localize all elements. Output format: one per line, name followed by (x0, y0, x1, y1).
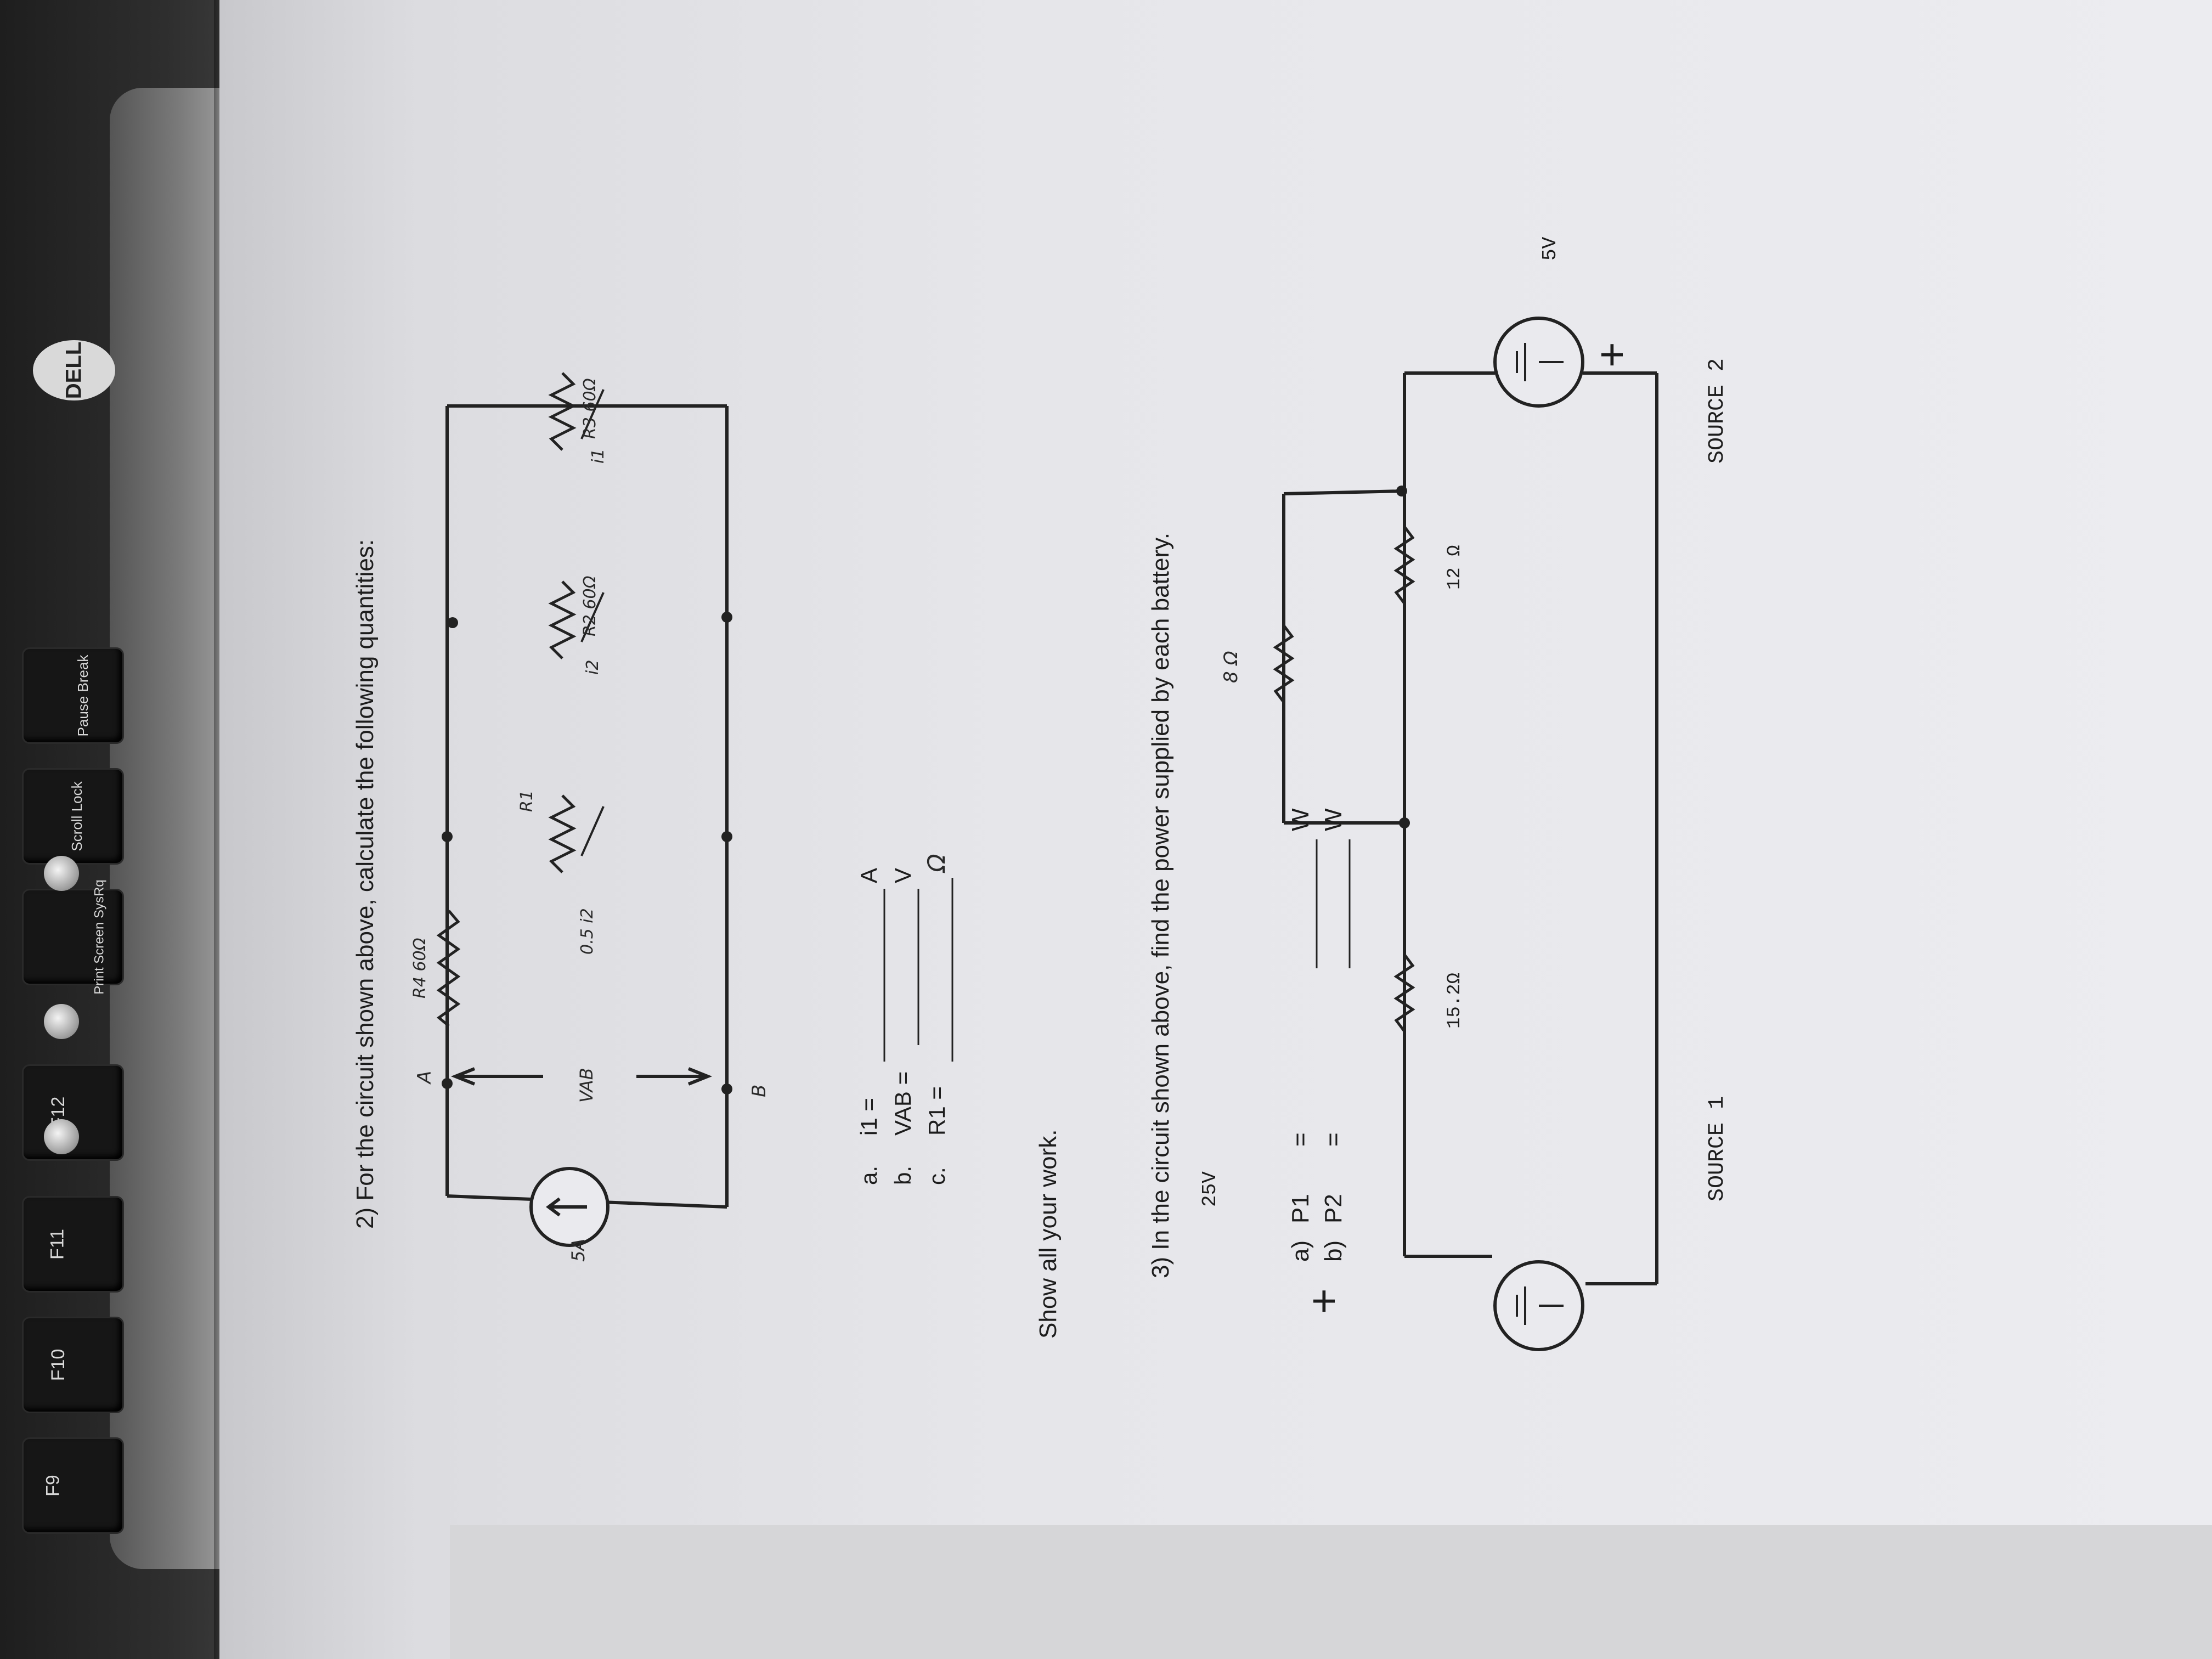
question-a-label: a. (856, 1166, 882, 1185)
question-b-label: b. (890, 1166, 916, 1185)
question-c-text: R1 = (924, 1086, 950, 1136)
source-current-label: 5A (568, 1239, 589, 1262)
answer-a-equals: = (1287, 1132, 1314, 1147)
circuit-3-diagram (1273, 317, 1658, 1351)
resistor-8-label: 8 Ω (1220, 651, 1242, 683)
show-work-note: Show all your work. (1035, 1130, 1062, 1339)
keyboard: DELL F9 F10 F11 F12 Print Screen SysRq S… (0, 0, 236, 1659)
circuit-2-diagram (436, 372, 729, 1247)
problem-2-questions: a. i1 = A b. VAB = V c. R1 = Ω (856, 854, 953, 1185)
answer-b-equals: = (1320, 1132, 1347, 1147)
source-1-voltage: 25V (1199, 1171, 1221, 1207)
source-2-voltage: 5V (1539, 236, 1561, 261)
circuit-2-nodes (442, 612, 732, 1094)
r1-current-label: 0.5 i2 (578, 908, 597, 955)
resistor-12-label: 12 Ω (1444, 545, 1465, 590)
answer-a-text: P1 (1287, 1194, 1314, 1223)
key-f9[interactable]: F9 (22, 1437, 124, 1534)
source-2-plus: + (1587, 342, 1636, 368)
vab-label: VAB (576, 1068, 597, 1103)
indicator-led (44, 1004, 79, 1039)
problem-2-prompt: 2) For the circuit shown above, calculat… (352, 539, 379, 1229)
answer-b-unit: W (1320, 808, 1347, 831)
question-a-unit: A (856, 868, 882, 883)
problem-3: 3) In the circuit shown above, find the … (1147, 236, 1730, 1351)
r1-label: R1 (517, 790, 537, 812)
r3-label: R3 60Ω (580, 378, 600, 439)
answer-a-label: a) (1287, 1240, 1314, 1262)
worksheet-paper (219, 0, 2212, 1659)
answer-b-text: P2 (1320, 1194, 1347, 1223)
lower-sheet (450, 1525, 2212, 1659)
answer-a-unit: W (1287, 808, 1314, 831)
problem-3-answers: a) P1 = W b) P2 = W (1287, 808, 1351, 1262)
question-c-label: c. (924, 1167, 950, 1185)
key-print-screen[interactable]: Print Screen SysRq (22, 879, 124, 995)
node-b-label: B (748, 1085, 770, 1097)
dell-logo: DELL (33, 340, 115, 400)
problem-3-prompt: 3) In the circuit shown above, find the … (1147, 533, 1174, 1278)
node-a-label: A (414, 1071, 436, 1085)
source-1-plus: + (1299, 1288, 1348, 1314)
key-f10[interactable]: F10 (22, 1317, 124, 1413)
key-pause-break[interactable]: Pause Break (22, 647, 124, 744)
key-f11[interactable]: F11 (22, 1196, 124, 1293)
r2-label: R2 60Ω (580, 575, 600, 636)
question-b-unit: V (890, 868, 916, 883)
question-c-unit: Ω (923, 854, 951, 873)
source-2-label: SOURCE 2 (1705, 358, 1730, 464)
key-scroll-lock[interactable]: Scroll Lock (22, 768, 124, 865)
question-a-text: i1 = (856, 1098, 882, 1136)
i2-label: i2 (583, 660, 602, 675)
i1-label: i1 (589, 449, 608, 464)
keyboard-bezel (110, 88, 225, 1569)
indicator-led (44, 1119, 79, 1154)
circuit-3-nodes (1396, 486, 1410, 828)
question-b-text: VAB = (890, 1071, 916, 1136)
answer-b-label: b) (1320, 1240, 1347, 1262)
indicator-led (44, 856, 79, 891)
resistor-15-label: 15.2Ω (1444, 973, 1465, 1029)
r4-label: R4 60Ω (410, 938, 430, 998)
problem-2: 2) For the circuit shown above, calculat… (352, 372, 1062, 1339)
source-1-label: SOURCE 1 (1705, 1096, 1730, 1201)
